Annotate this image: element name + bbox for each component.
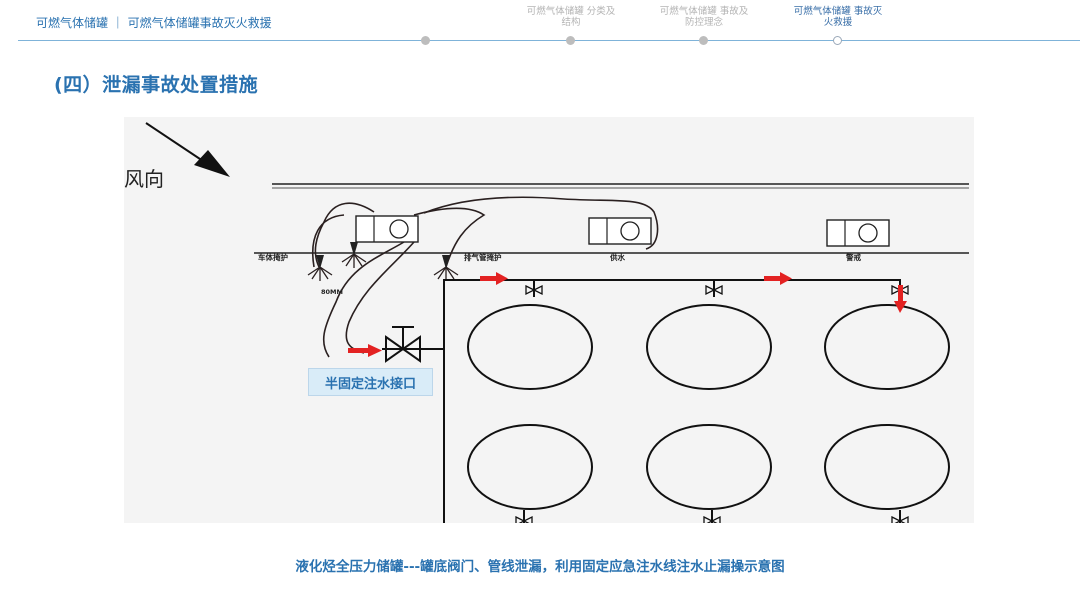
semi-fixed-inlet-label: 半固定注水接口 <box>308 368 433 396</box>
header-title: 可燃气体储罐 ｜ 可燃气体储罐事故灭火救援 <box>36 16 272 30</box>
valves-bottom <box>515 515 909 523</box>
step-2-label[interactable]: 可燃气体储罐 事故及防控理念 <box>659 6 749 28</box>
truck-3 <box>826 219 890 247</box>
section-title: (四）泄漏事故处置措施 <box>54 74 259 96</box>
step-2-dot[interactable] <box>699 36 708 45</box>
storage-tanks <box>467 304 950 510</box>
step-3-dot[interactable] <box>833 36 842 45</box>
flow-arrows <box>348 272 907 357</box>
truck-1 <box>355 215 419 243</box>
nozzle-3-icon <box>442 255 450 269</box>
diagram-caption: 液化烃全压力储罐---罐底阀门、管线泄漏，利用固定应急注水线注水止漏操示意图 <box>295 559 785 575</box>
step-1-dot[interactable] <box>566 36 575 45</box>
inlet-valve <box>385 326 421 363</box>
diagram-svg <box>124 117 974 523</box>
diagram-background <box>124 117 974 523</box>
leak-response-diagram: 风向 车体掩护 排气管掩护 供水 警戒 80MM 半固定注水接口 <box>124 117 974 523</box>
vehicle-label-cover: 车体掩护 <box>258 253 288 262</box>
hose-5 <box>423 196 659 250</box>
spray-nozzles <box>307 253 459 281</box>
wind-arrow-head <box>194 150 230 177</box>
hose-4 <box>413 207 486 268</box>
step-1-label[interactable]: 可燃气体储罐 分类及结构 <box>526 6 616 28</box>
header-divider <box>18 40 1080 41</box>
hose-2 <box>345 241 415 354</box>
truck-2 <box>588 217 652 245</box>
step-0-dot[interactable] <box>421 36 430 45</box>
vehicle-label-water: 供水 <box>610 253 625 262</box>
hose-1 <box>322 241 405 358</box>
nozzle-2-icon <box>350 242 358 256</box>
nozzle-1-icon <box>316 255 324 269</box>
vehicle-label-exhaust: 排气管掩护 <box>464 253 502 262</box>
step-3-label[interactable]: 可燃气体储罐 事故灭火救援 <box>793 6 883 28</box>
hose-6 <box>312 214 345 268</box>
distance-label: 80MM <box>321 288 343 296</box>
wind-direction-label: 风向 <box>124 167 164 191</box>
vehicle-label-guard: 警戒 <box>846 253 861 262</box>
